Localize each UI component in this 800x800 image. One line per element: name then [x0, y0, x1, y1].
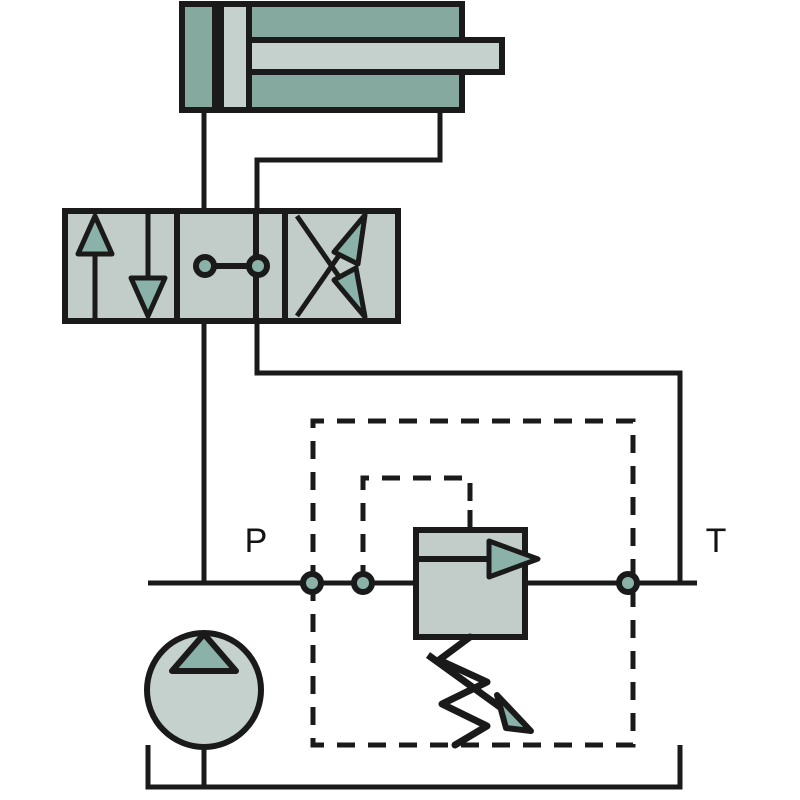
junction-dot-pilot-left	[300, 571, 324, 595]
pressure-relief-valve[interactable]	[413, 527, 541, 749]
valve-arrow-down-head	[128, 275, 168, 319]
cylinder-piston	[218, 1, 252, 113]
pipe-tank-return-line	[145, 745, 683, 790]
relief-flow-arrow-head	[486, 538, 541, 580]
closed-center-stop-right	[246, 254, 270, 278]
valve-arrow-up-head	[75, 213, 115, 257]
label-pressure-port: P	[245, 522, 268, 560]
pipe-valve-to-tank-line	[254, 321, 683, 583]
valve-cross-head-up	[331, 212, 368, 267]
valve-position-closed-center	[193, 254, 270, 278]
cylinder-end-cap	[179, 1, 218, 113]
junction-dots	[300, 571, 640, 595]
pipe-cylinder-rod-to-valve	[254, 110, 443, 211]
valve-cross-head-down	[331, 265, 368, 320]
closed-center-stop-left	[193, 254, 217, 278]
pilot-and-enclosure-lines	[310, 418, 636, 748]
inner-dashed-enclosure	[360, 475, 473, 583]
pump-flow-direction-triangle	[169, 631, 239, 674]
relief-adjust-arrow-shaft	[425, 652, 503, 710]
relief-valve-spring	[435, 633, 491, 749]
relief-adjust-arrow-head	[494, 692, 534, 734]
outer-dashed-enclosure-lower	[310, 583, 636, 748]
outer-dashed-enclosure	[310, 418, 636, 583]
valve-position-parallel-flow	[75, 213, 168, 319]
label-tank-port: T	[706, 522, 727, 560]
valve-position-crossed-flow	[294, 212, 368, 320]
junction-dot-pilot-right	[351, 571, 375, 595]
cylinder-piston-rod	[246, 37, 505, 75]
junction-dot-tank	[616, 571, 640, 595]
directional-control-valve[interactable]	[62, 208, 401, 324]
hydraulic-pump[interactable]	[144, 630, 264, 750]
double-acting-cylinder	[179, 1, 505, 113]
